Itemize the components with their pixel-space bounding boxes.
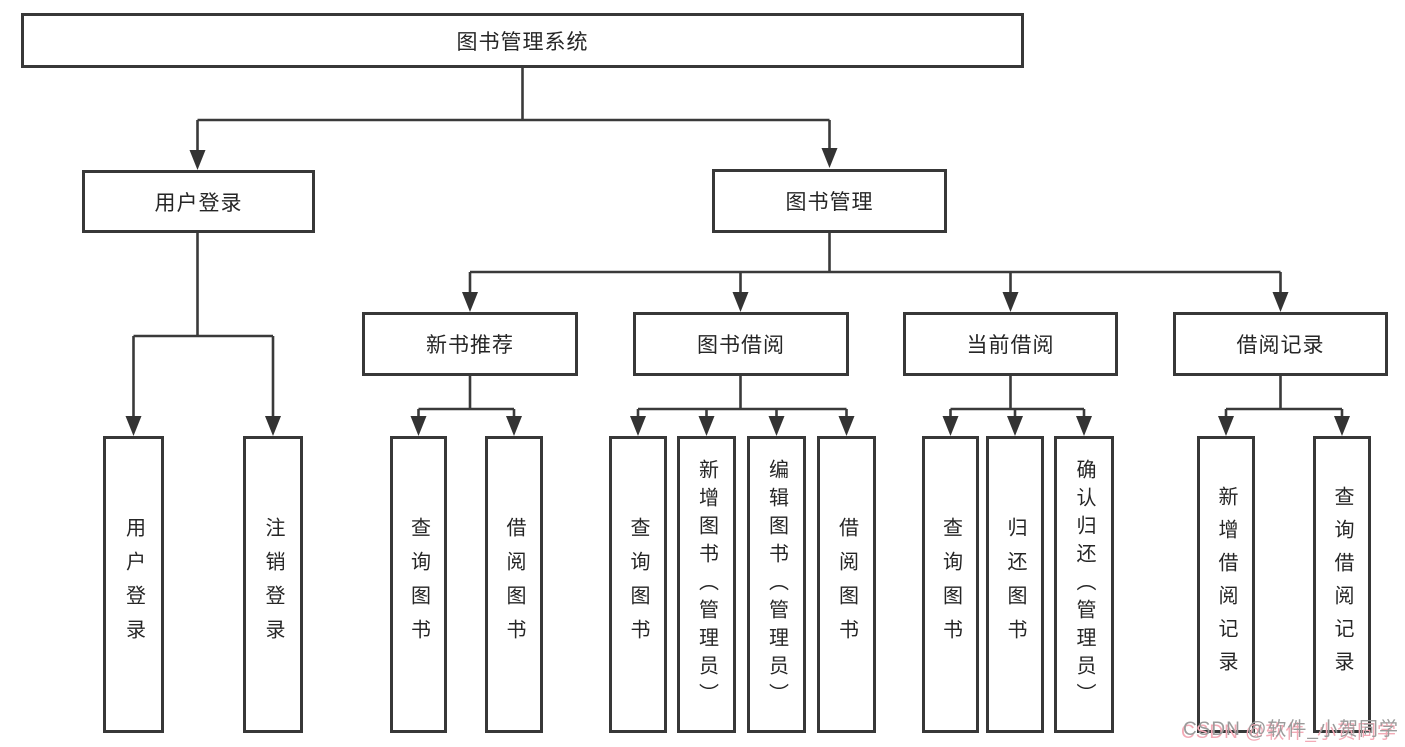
leaf-add-borrow-record-label: 新增借阅记录	[1215, 485, 1237, 684]
node-new-book-recommend: 新书推荐	[362, 312, 578, 376]
leaf-user-login: 用户登录	[103, 436, 164, 733]
node-book-management: 图书管理	[712, 169, 947, 233]
leaf-return-books: 归还图书	[986, 436, 1044, 733]
leaf-borrow-books-2: 借阅图书	[817, 436, 876, 733]
leaf-confirm-return-admin: 确认归还（管理员）	[1054, 436, 1114, 733]
node-current-borrow: 当前借阅	[903, 312, 1118, 376]
node-book-borrow-label: 图书借阅	[697, 334, 785, 357]
node-borrow-records-label: 借阅记录	[1236, 334, 1325, 357]
leaf-query-borrow-record: 查询借阅记录	[1313, 436, 1371, 733]
leaf-confirm-return-admin-label: 确认归还（管理员）	[1073, 458, 1095, 711]
node-book-borrow: 图书借阅	[633, 312, 849, 376]
leaf-query-books-1-label: 查询图书	[407, 516, 430, 653]
leaf-edit-books-admin-label: 编辑图书（管理员）	[765, 458, 788, 711]
leaf-logout: 注销登录	[243, 436, 303, 733]
leaf-edit-books-admin: 编辑图书（管理员）	[747, 436, 806, 733]
arrowheads	[125, 148, 1350, 436]
node-library-management-system-label: 图书管理系统	[456, 30, 589, 54]
leaf-borrow-books-1: 借阅图书	[485, 436, 543, 733]
node-book-management-label: 图书管理	[785, 191, 874, 214]
leaf-query-books-1: 查询图书	[390, 436, 447, 733]
node-user-login-label: 用户登录	[154, 191, 243, 215]
leaf-add-books-admin: 新增图书（管理员）	[677, 436, 736, 733]
leaf-return-books-label: 归还图书	[1004, 516, 1026, 653]
node-new-book-recommend-label: 新书推荐	[426, 334, 514, 357]
leaf-add-books-admin-label: 新增图书（管理员）	[695, 458, 718, 711]
node-current-borrow-label: 当前借阅	[966, 334, 1055, 357]
node-library-management-system: 图书管理系统	[21, 13, 1024, 68]
leaf-borrow-books-1-label: 借阅图书	[503, 516, 525, 653]
leaf-query-borrow-record-label: 查询借阅记录	[1331, 485, 1353, 684]
leaf-borrow-books-2-label: 借阅图书	[835, 516, 858, 653]
node-borrow-records: 借阅记录	[1173, 312, 1388, 376]
leaf-logout-label: 注销登录	[262, 516, 284, 653]
leaf-add-borrow-record: 新增借阅记录	[1197, 436, 1255, 733]
leaf-query-books-3-label: 查询图书	[939, 516, 962, 653]
leaf-user-login-label: 用户登录	[122, 516, 145, 653]
leaf-query-books-2: 查询图书	[609, 436, 667, 733]
leaf-query-books-3: 查询图书	[922, 436, 979, 733]
node-user-login: 用户登录	[82, 170, 315, 233]
csdn-watermark: CSDN @软件_小贺同学	[1183, 719, 1399, 740]
leaf-query-books-2-label: 查询图书	[627, 516, 649, 653]
